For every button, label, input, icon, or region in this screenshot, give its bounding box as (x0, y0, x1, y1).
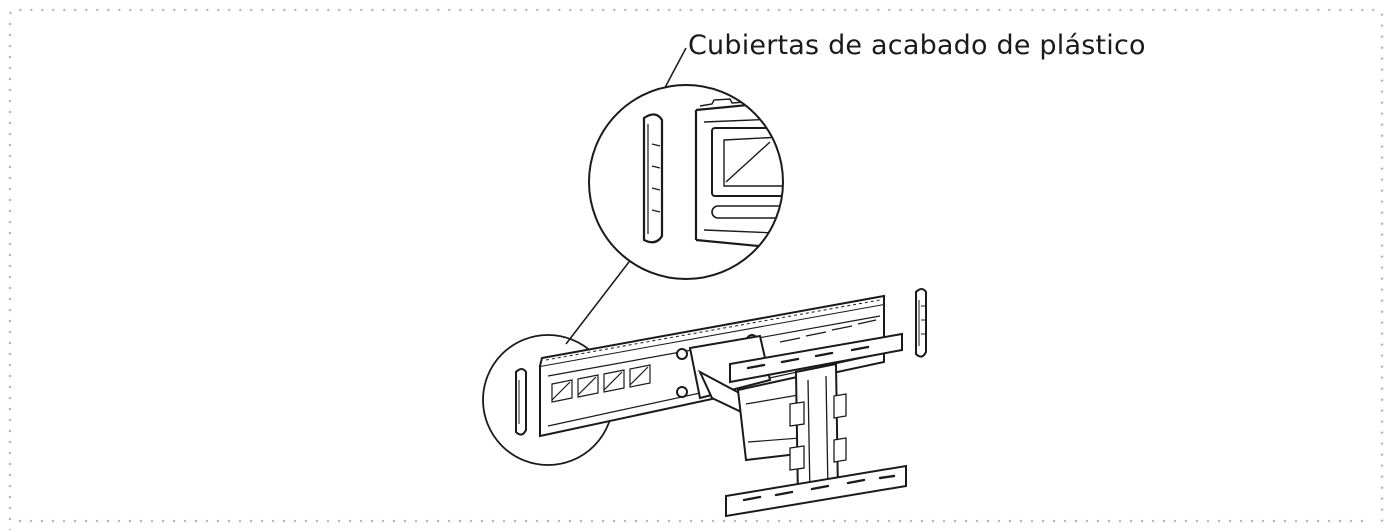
end-cap-detail (642, 113, 664, 244)
bracket-bottom-bar (725, 464, 907, 518)
zoom-detail (588, 84, 784, 280)
bracket-top-bar (729, 332, 903, 384)
left-end-cap (515, 368, 527, 436)
dotted-border (8, 8, 1384, 530)
zoom-connector-line (565, 257, 633, 345)
callout-label: Cubiertas de acabado de plástico (688, 30, 1146, 61)
right-end-cap (915, 288, 927, 358)
